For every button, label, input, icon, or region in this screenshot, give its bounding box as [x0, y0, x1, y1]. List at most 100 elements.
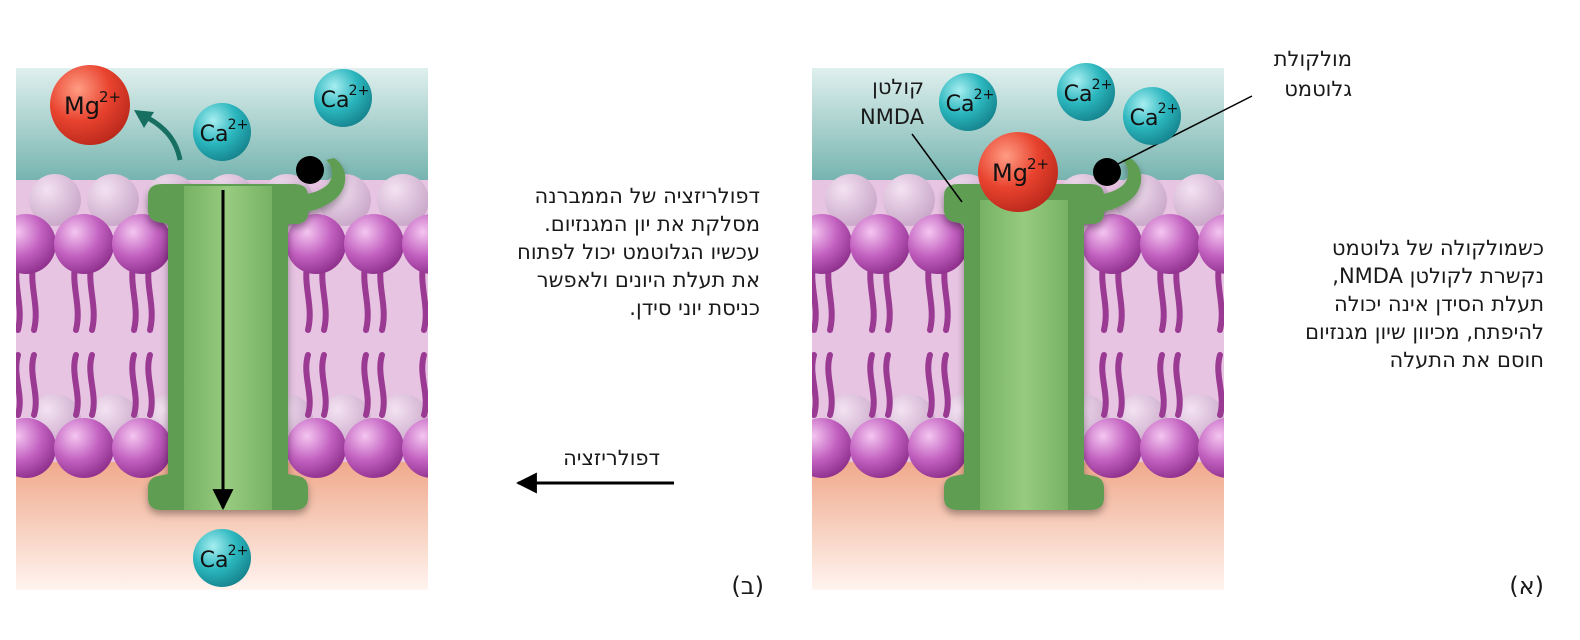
panel-b	[16, 68, 487, 590]
caption-line: כניסת יוני סידן.	[629, 296, 760, 320]
ion-ca-panel-a-3: Ca 2+	[1123, 87, 1181, 145]
caption-line: את תעלת היונים ולאפשר	[536, 268, 760, 292]
lipid-tail	[825, 352, 835, 418]
svg-text:Ca: Ca	[321, 88, 350, 113]
lipid-head	[16, 418, 56, 478]
lipid-head-back	[87, 174, 139, 226]
caption-line: מסלקת את יון המגנזיום.	[544, 212, 760, 236]
caption-line: כשמולקולה של גלוטמט	[1331, 236, 1544, 260]
lipid-head-back	[1231, 174, 1283, 226]
svg-text:2+: 2+	[974, 87, 995, 103]
lipid-head-back	[883, 174, 935, 226]
nmda-receptor-channel	[148, 158, 346, 510]
receptor-label-line: NMDA	[860, 105, 924, 129]
lipid-tail	[377, 352, 387, 418]
svg-text:Ca: Ca	[1064, 82, 1093, 107]
lipid-head-back	[435, 394, 487, 446]
lipid-tail	[1157, 352, 1167, 418]
lipid-tail	[87, 352, 97, 418]
glutamate-binding-arm	[1078, 158, 1142, 214]
lipid-head	[402, 214, 428, 274]
receptor-leader-line	[911, 133, 963, 203]
ion-ca-panel-b-top-right: Ca 2+	[314, 69, 372, 127]
caption-line: דפולריזציה של הממברנה	[534, 184, 760, 208]
panel-b-caption: דפולריזציה של הממברנה מסלקת את יון המגנז…	[462, 182, 760, 322]
lipid-head	[1198, 418, 1224, 478]
lipid-tail	[438, 260, 441, 330]
lipid-tail	[438, 355, 441, 415]
panel-b-letter: (ב)	[731, 572, 764, 600]
lipid-head	[1198, 214, 1224, 274]
mg-removal-arrowhead	[134, 110, 154, 128]
glutamate-molecule	[296, 156, 324, 184]
lipid-tail	[1234, 260, 1237, 330]
svg-text:2+: 2+	[1027, 155, 1049, 173]
svg-text:Ca: Ca	[200, 548, 229, 573]
ion-ca-panel-b-top-left: Ca 2+	[193, 103, 251, 161]
ion-ca-panel-b-bottom: Ca 2+	[193, 529, 251, 587]
lipid-tail	[925, 352, 935, 418]
lipid-head	[812, 214, 852, 274]
lipid-tail	[1099, 352, 1109, 418]
ion-ca-panel-a-2: Ca 2+	[1057, 63, 1115, 121]
caption-line: להיפתח, מכיוון שיון מגנזיום	[1305, 320, 1544, 344]
lipid-head	[908, 418, 968, 478]
lipid-tail	[129, 352, 139, 418]
lipid-tail	[29, 352, 39, 418]
svg-text:2+: 2+	[228, 543, 249, 559]
depolarization-label: דפולריזציה	[563, 446, 660, 470]
receptor-label-line: קולטן	[872, 75, 924, 99]
lipid-tail	[71, 352, 81, 418]
glutamate-label-line: גלוטמט	[1284, 77, 1352, 101]
lipid-tail	[1215, 352, 1224, 418]
lipid-head-back	[1173, 174, 1224, 226]
lipid-tail	[319, 352, 329, 418]
lipid-tail	[1234, 355, 1237, 415]
lipid-head	[344, 418, 404, 478]
caption-line: חוסם את התעלה	[1389, 348, 1544, 372]
glutamate-binding-arm	[282, 158, 346, 214]
svg-text:2+: 2+	[1158, 101, 1179, 117]
ion-mg-panel-b: Mg 2+	[50, 65, 130, 145]
lipid-tail	[941, 352, 951, 418]
lipid-head	[850, 418, 910, 478]
glutamate-leader-line	[1109, 95, 1253, 169]
lipid-head-back	[377, 174, 428, 226]
svg-text:2+: 2+	[1092, 77, 1113, 93]
svg-text:2+: 2+	[228, 117, 249, 133]
lipid-tail	[419, 352, 428, 418]
lipid-tail	[361, 352, 371, 418]
lipid-head	[1082, 418, 1142, 478]
svg-text:2+: 2+	[99, 88, 121, 106]
glutamate-molecule	[1093, 158, 1121, 186]
caption-line: תעלת הסידן אינה יכולה	[1334, 292, 1544, 316]
lipid-head	[812, 418, 852, 478]
lipid-head	[1140, 418, 1200, 478]
receptor-label: קולטן NMDA	[838, 72, 924, 132]
svg-text:2+: 2+	[349, 83, 370, 99]
lipid-head	[850, 214, 910, 274]
lipid-tail	[883, 352, 893, 418]
svg-text:Mg: Mg	[64, 92, 100, 120]
svg-text:Mg: Mg	[992, 159, 1028, 187]
caption-line: נקשרת לקולטן NMDA,	[1332, 264, 1544, 288]
svg-text:Ca: Ca	[946, 92, 975, 117]
lipid-head	[908, 214, 968, 274]
lipid-head	[402, 418, 428, 478]
lipid-tail	[867, 352, 877, 418]
caption-line: עכשיו הגלוטמט יכול לפתוח	[517, 240, 760, 264]
lipid-head	[286, 214, 346, 274]
glutamate-label: מולקולת גלוטמט	[1252, 44, 1352, 104]
lipid-head	[54, 214, 114, 274]
panel-a-letter: (א)	[1509, 572, 1544, 600]
lipid-tail	[1173, 352, 1183, 418]
lipid-tail	[812, 352, 819, 418]
lipid-tail	[16, 352, 23, 418]
svg-text:Ca: Ca	[200, 122, 229, 147]
svg-text:Ca: Ca	[1130, 106, 1159, 131]
lipid-head	[112, 214, 172, 274]
lipid-head	[16, 214, 56, 274]
glutamate-label-line: מולקולת	[1273, 47, 1352, 71]
panel-a-caption: כשמולקולה של גלוטמט נקשרת לקולטן NMDA, ת…	[1244, 234, 1544, 374]
